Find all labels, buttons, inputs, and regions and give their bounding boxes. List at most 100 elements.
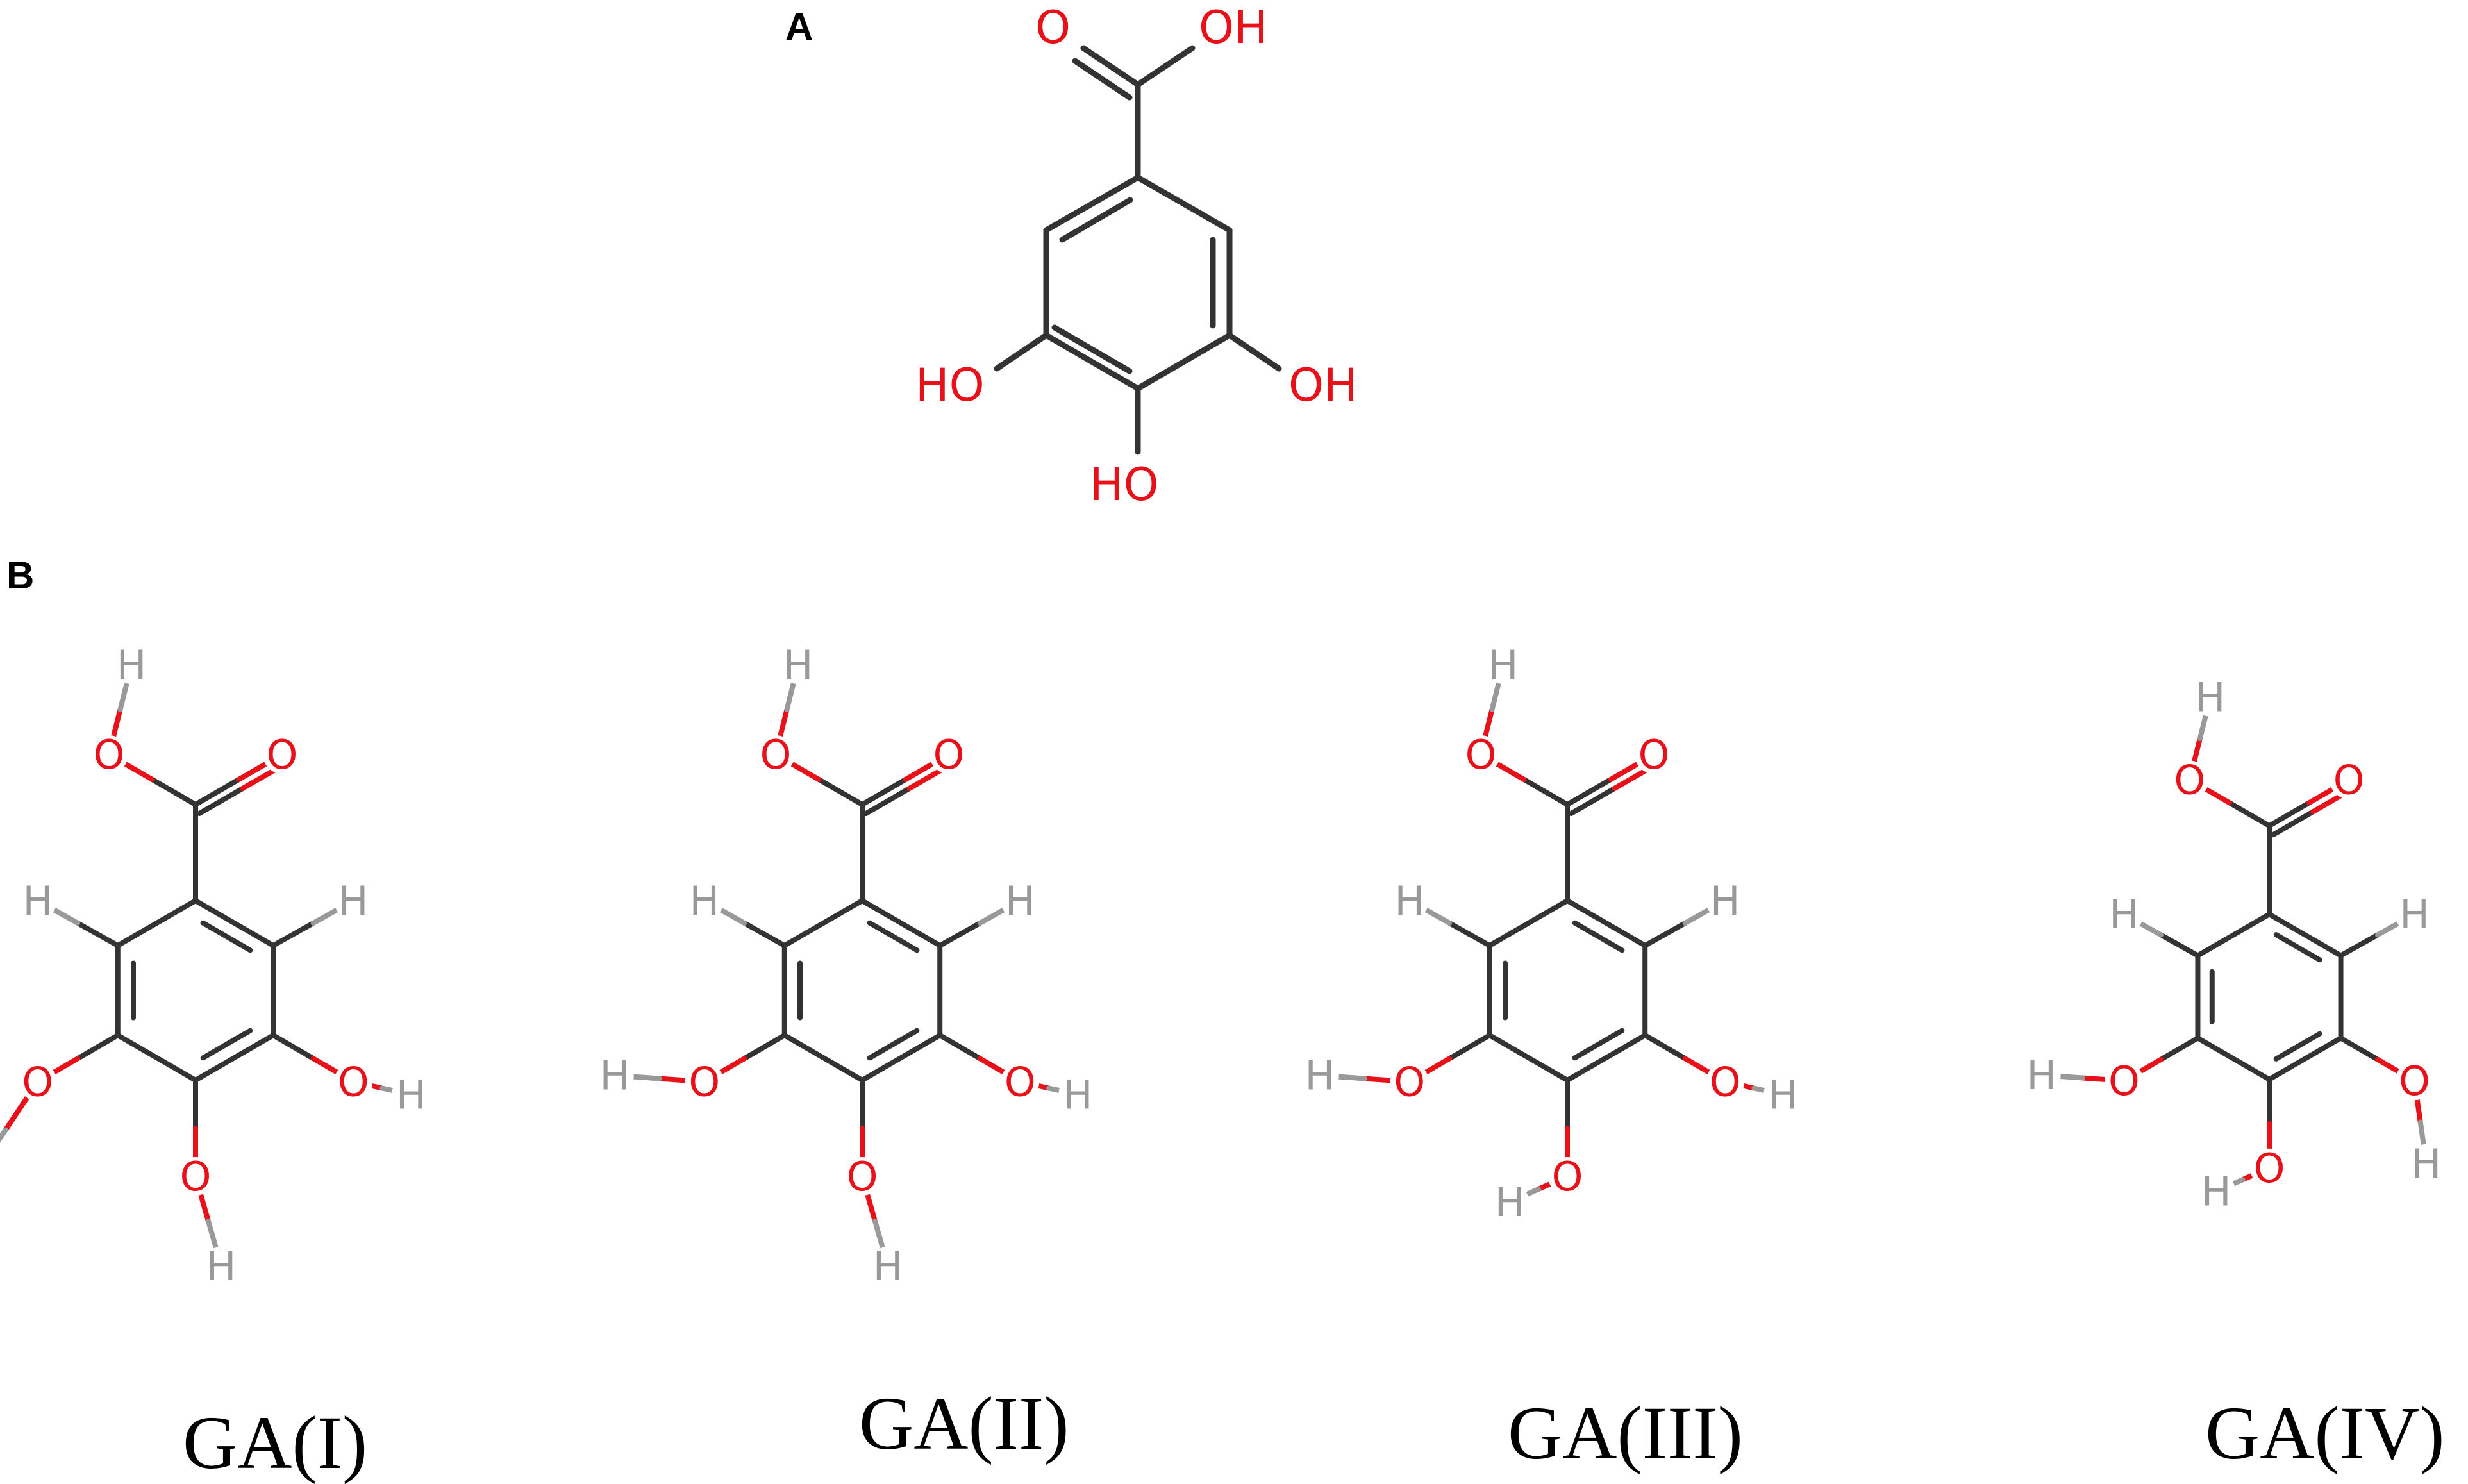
- ring-hydrogen: H: [2109, 891, 2139, 938]
- hydroxyl-oxygen-halo: [2250, 1148, 2289, 1187]
- caption-ga-3: GA(III): [1508, 1391, 1743, 1475]
- acid-oxygen-halo: [1462, 735, 1500, 774]
- bottom-hydroxyl-label: HO: [1090, 458, 1159, 511]
- ring-hydrogen-halo: [1390, 881, 1429, 920]
- hydroxyl-hydrogen-halo: [2197, 1172, 2236, 1211]
- ring-bond: [860, 1033, 943, 1083]
- acid-oxygen: O: [94, 731, 125, 778]
- hydroxyl-oxygen: O: [22, 1059, 53, 1106]
- ring-h-bond: [2158, 932, 2201, 958]
- hydroxyl-o-bond: [271, 1033, 316, 1062]
- ring-h-bond: [2338, 932, 2381, 958]
- ring-double-bond: [1572, 1028, 1625, 1061]
- hydroxyl-hydrogen-halo: [2022, 1055, 2061, 1094]
- caption-ga-4: GA(IV): [2205, 1391, 2445, 1475]
- ring-hydrogen-halo: [2395, 895, 2434, 934]
- hydroxyl-h-bond: [0, 1127, 8, 1143]
- acid-hydrogen-halo: [2191, 678, 2230, 717]
- hydroxyl-oxygen: O: [180, 1153, 212, 1200]
- ring-hydrogen-halo: [1001, 881, 1040, 920]
- hydroxyl-hydrogen: H: [2201, 1169, 2231, 1215]
- ring-hydrogen: H: [22, 878, 53, 924]
- carbonyl-bond: [193, 777, 242, 807]
- ring-double-bond: [867, 1028, 920, 1061]
- ring-hydrogen: H: [1394, 878, 1424, 924]
- hydroxyl-o-bond: [1447, 1033, 1492, 1062]
- acid-o-bond: [2226, 800, 2272, 829]
- carbonyl-bond: [197, 786, 246, 816]
- ring-hydrogen: H: [1005, 878, 1035, 924]
- carbonyl-oxygen: O: [933, 731, 965, 778]
- hydroxyl-oxygen: O: [1005, 1059, 1036, 1106]
- acid-oxygen-halo: [90, 735, 128, 774]
- hydroxyl-oxygen: O: [847, 1153, 878, 1200]
- left-hydroxyl-label: HO: [915, 359, 985, 412]
- hydroxyl-o-bond: [742, 1033, 787, 1062]
- hydroxyl-hydrogen: H: [2026, 1052, 2056, 1099]
- acid-o-bond: [816, 777, 865, 807]
- carbonyl-oxygen-halo: [930, 735, 968, 774]
- hydroxyl-oxygen-halo: [176, 1157, 215, 1196]
- hydroxyl-oxygen-halo: [843, 1157, 881, 1196]
- hydroxyl-hydrogen-halo: [392, 1075, 431, 1114]
- hydroxyl-hydrogen: H: [599, 1053, 630, 1099]
- carbonyl-oxygen-label: O: [1035, 1, 1071, 54]
- carboxyl-bonds: [1072, 45, 1196, 181]
- hydroxyl-oxygen: O: [1394, 1059, 1425, 1106]
- ring-bonds: [1043, 174, 1233, 392]
- hydroxyl-hydrogen: H: [396, 1072, 426, 1119]
- hydroxyl-oxygen-halo: [1390, 1062, 1429, 1101]
- hydroxyl-hydrogen: H: [206, 1243, 237, 1290]
- hydroxyl-oxygen: O: [2399, 1058, 2430, 1105]
- hydroxyl-bonds: [994, 332, 1282, 455]
- hydroxyl-o-bond: [1642, 1033, 1688, 1062]
- ring-h-bond: [1642, 921, 1688, 948]
- carbonyl-oxygen-halo: [1635, 735, 1673, 774]
- caption-ga-2: GA(II): [859, 1381, 1069, 1465]
- hydroxyl-hydrogen-halo: [1300, 1056, 1339, 1095]
- hydroxyl-oxygen-halo: [2105, 1062, 2144, 1101]
- ring-double-bond: [1572, 920, 1625, 953]
- panel-b-letter: B: [6, 554, 34, 597]
- acid-hydrogen-halo: [1484, 646, 1522, 684]
- hydroxyl-oxygen: O: [338, 1059, 369, 1106]
- acid-hydrogen-halo: [112, 646, 151, 684]
- ring-bond: [2195, 912, 2272, 958]
- ring-h-bond: [75, 921, 121, 948]
- ring-bond: [860, 898, 943, 948]
- hydroxyl-hydrogen-halo: [1490, 1183, 1529, 1221]
- ring-h-bond: [1447, 921, 1492, 948]
- ring-hydrogen-halo: [2105, 895, 2144, 934]
- hydroxyl-oxygen-halo: [18, 1062, 57, 1101]
- carbonyl-bond: [1569, 786, 1617, 816]
- acid-oxygen: O: [760, 731, 792, 778]
- ring-bond: [193, 898, 276, 948]
- hydroxyl-o-bond: [2338, 1035, 2381, 1062]
- acid-hydrogen: H: [2196, 674, 2226, 721]
- ring-bond: [2267, 912, 2344, 958]
- hydroxyl-hydrogen-halo: [2406, 1144, 2446, 1183]
- hydroxyl-oxygen-halo: [2395, 1062, 2434, 1101]
- ring-double-bond: [2273, 932, 2322, 963]
- ring-hydrogen: H: [2399, 891, 2430, 938]
- carbonyl-oxygen: O: [2333, 756, 2365, 803]
- ring-bond: [193, 1033, 276, 1083]
- carbonyl-bond: [2271, 809, 2316, 838]
- acid-hydrogen: H: [1488, 642, 1519, 688]
- hydroxyl-oxygen-halo: [1548, 1157, 1587, 1196]
- ring-bond: [2195, 1035, 2272, 1082]
- carbonyl-bond: [1565, 777, 1613, 807]
- ring-double-bond: [867, 920, 920, 953]
- carbonyl-bond: [860, 777, 908, 807]
- ring-bond: [781, 898, 865, 948]
- acid-oxygen-halo: [756, 735, 795, 774]
- hydroxyl-hydrogen: H: [873, 1243, 903, 1290]
- ring-hydrogen-halo: [1706, 881, 1745, 920]
- carbonyl-oxygen-halo: [263, 735, 301, 774]
- hydroxyl-oxygen: O: [1710, 1059, 1741, 1106]
- ring-bond: [781, 1033, 865, 1083]
- hydroxyl-hydrogen-halo: [202, 1247, 240, 1285]
- hydroxyl-hydrogen: H: [1305, 1053, 1335, 1099]
- caption-ga-1: GA(I): [183, 1401, 367, 1484]
